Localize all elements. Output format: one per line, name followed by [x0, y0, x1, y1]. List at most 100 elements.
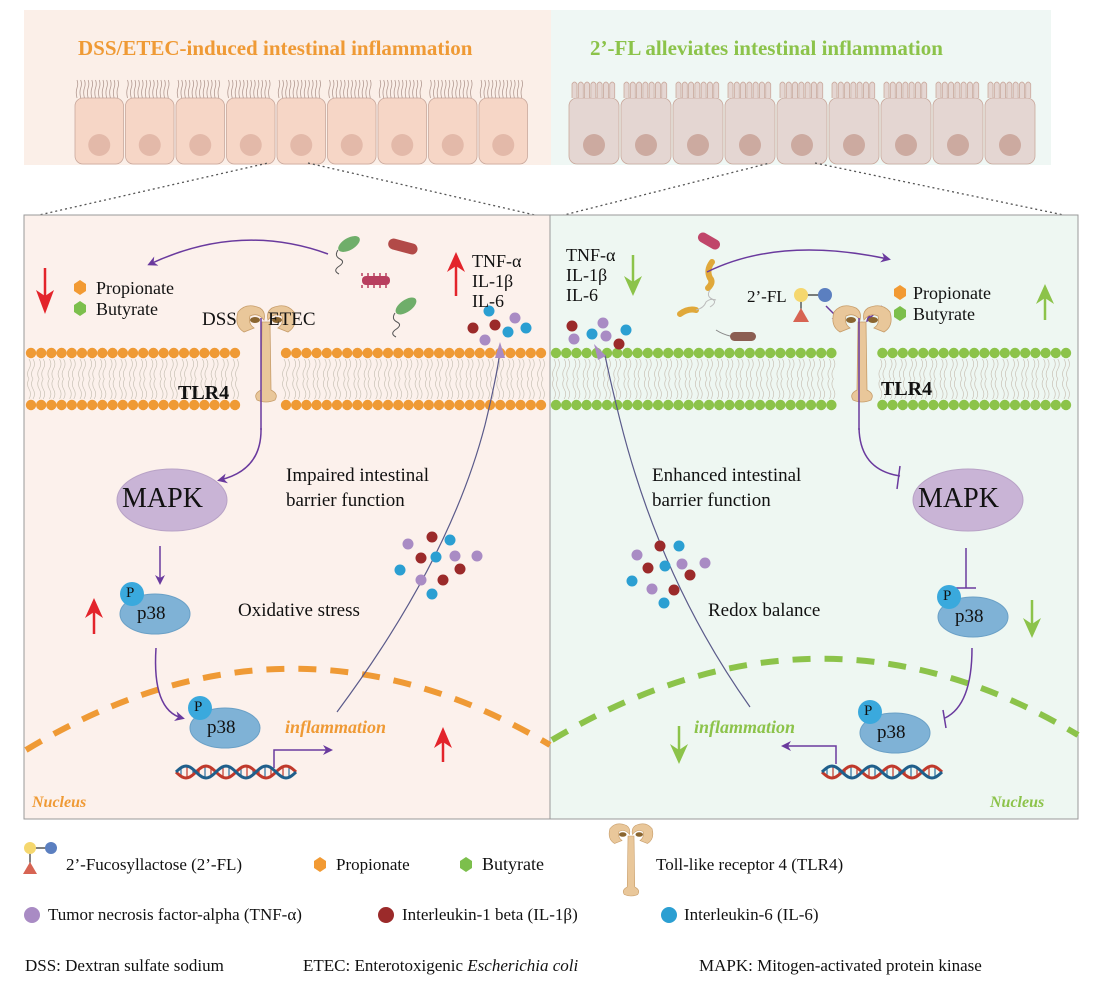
lipid-head — [958, 347, 970, 359]
legend-tlr4-icon — [608, 823, 654, 897]
lipid-head — [1019, 399, 1031, 411]
lipid-tail — [1062, 358, 1070, 400]
abbr-etec: ETEC: Enterotoxigenic Escherichia coli — [303, 957, 578, 974]
lipid-tail — [57, 358, 66, 400]
lipid-head — [979, 399, 990, 411]
cell-nucleus — [687, 134, 709, 156]
cell-nucleus — [441, 134, 464, 156]
cytokine-cluster-left-mid — [394, 531, 483, 600]
lipid-head — [97, 347, 108, 359]
cell-nucleus — [88, 134, 111, 156]
lipid-tail — [909, 358, 917, 400]
il6-dot — [620, 324, 632, 336]
lipid-head — [938, 347, 949, 359]
cell-nucleus — [340, 134, 363, 156]
lipid-head — [515, 347, 526, 359]
lipid-tail — [766, 358, 775, 400]
lipid-tail — [37, 358, 46, 400]
tlr4-right-lobe — [863, 305, 892, 333]
tnf-dot — [646, 583, 658, 595]
lipid-head — [724, 347, 735, 359]
tnf-dot — [471, 550, 483, 562]
lipid-head — [897, 347, 908, 359]
il6-dot — [483, 305, 495, 317]
cytokine-tnf-right: TNF-α — [566, 245, 616, 265]
lipid-head — [474, 347, 485, 359]
lipid-head — [805, 347, 817, 359]
lipid-head — [229, 347, 241, 359]
lipid-tail — [210, 358, 219, 400]
epithelium-left — [74, 79, 528, 165]
cytokine-release-arrowhead-left — [495, 342, 505, 358]
down-arrow-p38-right — [1023, 600, 1041, 638]
lipid-head — [148, 399, 159, 411]
microvilli — [987, 81, 1032, 98]
il6-dot — [502, 326, 514, 338]
lipid-head — [178, 347, 190, 359]
lipid-tail — [312, 358, 321, 400]
lipid-tail — [67, 358, 76, 400]
cytokine-il1b-left: IL-1β — [472, 271, 514, 291]
lipid-head — [765, 399, 776, 411]
il6-dot — [673, 540, 685, 552]
lipid-head — [36, 347, 47, 359]
cytokine-il1b-right: IL-1β — [566, 265, 608, 285]
lipid-head — [36, 399, 47, 411]
phospho-bubble-right-1 — [937, 585, 961, 609]
tlr4-receptor-left — [236, 305, 296, 403]
lipid-tail — [200, 358, 209, 400]
microvilli — [831, 81, 876, 98]
lipid-head — [703, 347, 715, 359]
lipid-tail — [562, 358, 571, 400]
lipid-head — [189, 399, 200, 411]
mapk-node-left — [116, 468, 228, 532]
cytokine-il6-left: IL-6 — [472, 291, 504, 311]
lipid-tail — [27, 358, 35, 400]
lipid-tail — [353, 358, 362, 400]
cytokine-cluster-right-mid — [626, 540, 711, 609]
mapk-label-left: MAPK — [122, 483, 203, 514]
lipid-head — [495, 399, 506, 411]
cytokine-il6-right: IL-6 — [566, 285, 598, 305]
lipid-head — [138, 399, 149, 411]
tlr4-stalk — [622, 835, 640, 897]
phospho-bubble-right-2 — [858, 700, 882, 724]
cell-nucleus — [843, 134, 865, 156]
lipid-head — [948, 347, 959, 359]
lipid-head — [816, 347, 827, 359]
tnf-dot — [449, 550, 461, 562]
microvilli — [126, 79, 170, 99]
legend-propionate-icon — [314, 857, 326, 872]
tnf-dot — [676, 558, 688, 570]
p38-node-left-nucleus — [189, 707, 261, 749]
inflammation-text-left: inflammation — [285, 717, 387, 737]
lipid-head — [673, 399, 684, 411]
lipid-head — [754, 347, 766, 359]
lipid-head — [652, 399, 664, 411]
lipid-tail — [949, 358, 958, 400]
tlr4-stalk — [255, 321, 277, 403]
inhibit-bar-mapk — [896, 465, 901, 490]
legend-2fl-icon — [23, 842, 57, 874]
legend-il6-label: Interleukin-6 (IL-6) — [684, 905, 819, 924]
lipid-head — [693, 347, 704, 359]
dna-strand — [820, 764, 944, 780]
lipid-head — [505, 399, 516, 411]
lipid-tail — [735, 358, 744, 400]
il1b-dot — [566, 320, 578, 332]
p38-node-right-nucleus — [859, 712, 931, 754]
legend-il1b-icon — [378, 907, 394, 923]
dna-helix-left — [174, 764, 298, 780]
lipid-head — [775, 399, 786, 411]
lipid-tail — [496, 358, 505, 400]
lipid-tail — [572, 358, 581, 400]
abbr-mapk: MAPK: Mitogen-activated protein kinase — [699, 956, 982, 975]
cytokine-release-arrowhead-right — [594, 344, 606, 360]
lipid-head — [321, 347, 332, 359]
zoom-lines — [25, 162, 1079, 219]
lipid-tail — [878, 358, 887, 400]
lipid-head — [989, 399, 1000, 411]
inducer-dss: DSS — [202, 309, 237, 330]
p38-label-left-2: p38 — [207, 717, 236, 738]
